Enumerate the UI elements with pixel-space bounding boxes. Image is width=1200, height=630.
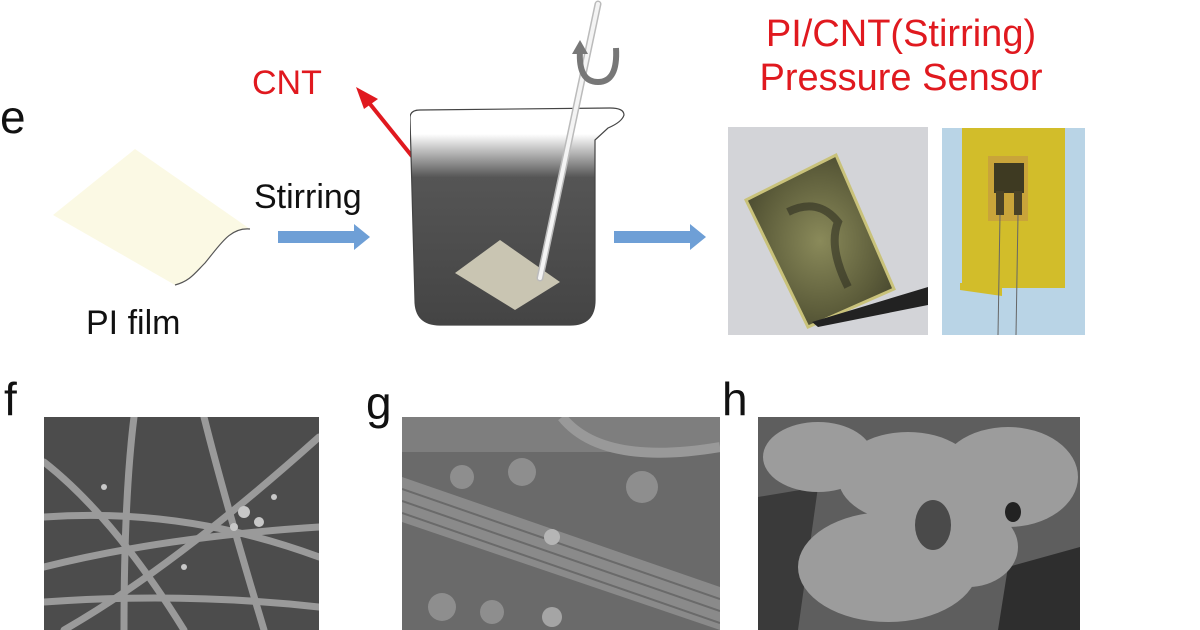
sem-image-h (758, 417, 1080, 630)
coated-film-photo (728, 127, 928, 335)
sensor-title-line2: Pressure Sensor (759, 57, 1043, 99)
pi-film-illustration (53, 149, 251, 286)
sensor-device-photo (942, 128, 1085, 335)
sensor-title-line1: PI/CNT(Stirring) (765, 13, 1037, 55)
sem-image-g (402, 417, 720, 630)
arrow-right-icon (278, 224, 370, 250)
panel-label-g: g (366, 377, 392, 429)
beaker-illustration (410, 0, 625, 326)
arrow-right-icon (614, 224, 706, 250)
stirring-label: Stirring (254, 178, 362, 216)
sensor-title: PI/CNT(Stirring) Pressure Sensor (706, 12, 1096, 100)
pi-film-label: PI film (86, 304, 181, 342)
panel-label-e: e (0, 91, 26, 143)
panel-label-h: h (722, 373, 748, 425)
rotate-arrow-icon (572, 40, 620, 86)
cnt-label: CNT (252, 64, 322, 102)
panel-label-f: f (4, 373, 17, 425)
sem-image-f (44, 417, 319, 630)
